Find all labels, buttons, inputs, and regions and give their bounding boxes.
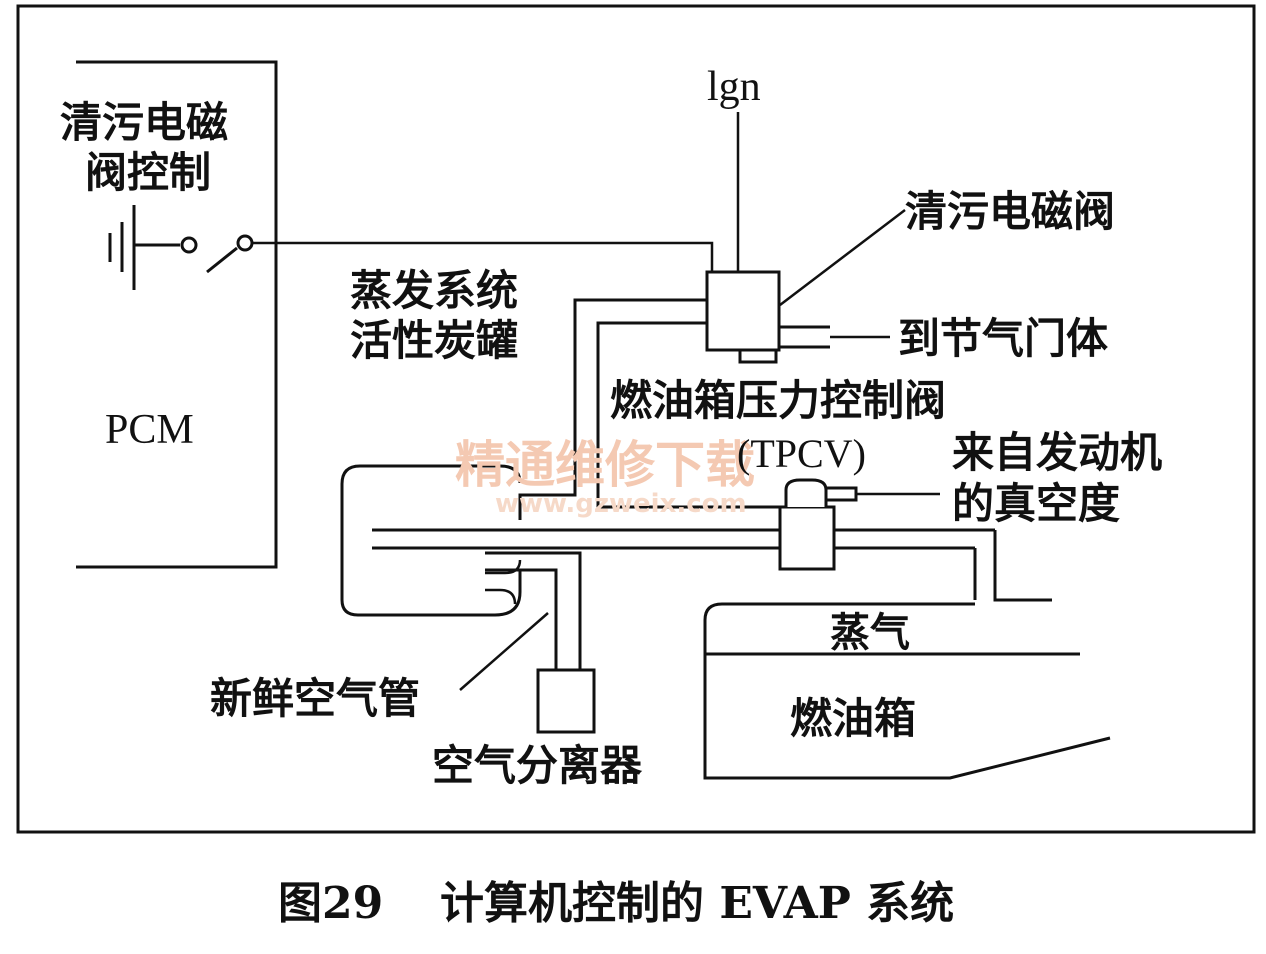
canister-label-line2: 活性炭罐 (350, 316, 518, 365)
fuel-tank-label: 燃油箱 (790, 694, 916, 743)
diagram-frame (16, 4, 1256, 834)
air-separator-box (536, 668, 596, 734)
ign-label: lgn (707, 64, 761, 110)
fresh-air-leader (459, 612, 549, 691)
switch-symbol (108, 205, 254, 290)
tpcv-label-line1: 燃油箱压力控制阀 (610, 376, 946, 425)
vapor-label: 蒸气 (830, 610, 910, 656)
fresh-air-label: 新鲜空气管 (210, 674, 420, 723)
watermark-cn: 精通维修下载 (455, 436, 755, 494)
watermark-url: www.gzweix.com (495, 489, 747, 519)
throttle-outlet-pipe (779, 325, 830, 349)
purge-valve-body (705, 270, 781, 364)
vacuum-label-line2: 的真空度 (952, 479, 1120, 528)
vacuum-label-line1: 来自发动机 (952, 428, 1162, 477)
pcm-title-line1: 清污电磁 (60, 98, 228, 147)
canister-label-line1: 蒸发系统 (350, 266, 518, 315)
fuel-tank-outline (703, 602, 1111, 780)
tpcv-body (778, 478, 858, 571)
canister-vapor-pipe (518, 298, 785, 520)
purge-valve-label: 清污电磁阀 (905, 187, 1115, 236)
caption-text: 计算机控制的 EVAP 系统 (440, 878, 954, 929)
fresh-air-pipe (485, 551, 582, 670)
canister-inner (485, 559, 522, 605)
pcm-title-line2: 阀控制 (85, 148, 211, 197)
control-wire (252, 241, 714, 272)
tpcv-label-line2: (TPCV) (737, 431, 866, 476)
air-separator-label: 空气分离器 (432, 741, 643, 790)
purge-valve-leader (779, 209, 906, 306)
pcm-box (76, 60, 278, 569)
throttle-label: 到节气门体 (898, 314, 1108, 363)
canister-outline (340, 464, 522, 617)
caption-number: 图29 (278, 878, 383, 929)
pcm-name: PCM (105, 407, 194, 453)
tank-vapor-line (372, 528, 1052, 602)
